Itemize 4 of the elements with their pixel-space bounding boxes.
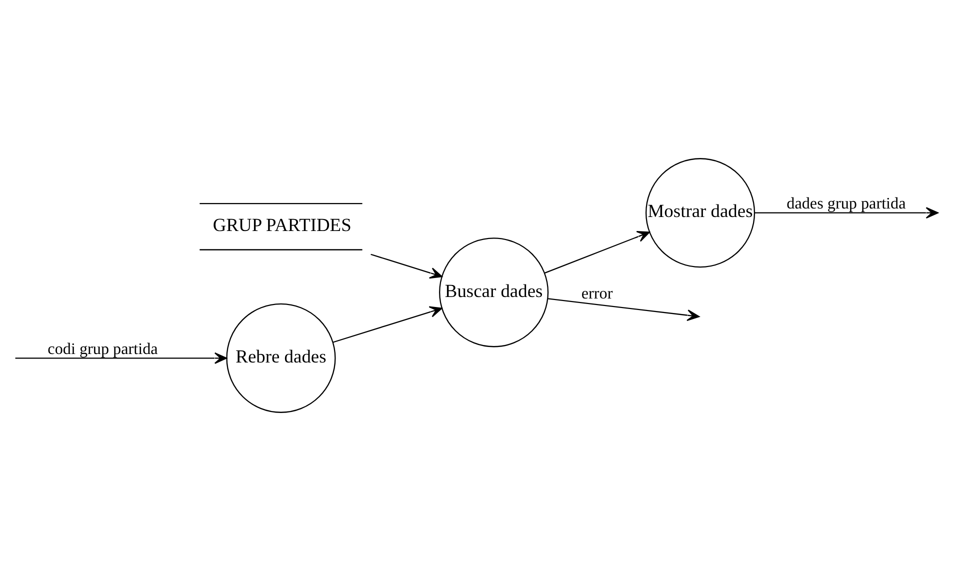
edge-label: error — [581, 285, 613, 302]
edge-label: dades grup partida — [786, 195, 906, 212]
edge-label: codi grup partida — [48, 340, 158, 358]
node-text: GRUP PARTIDES — [212, 215, 352, 236]
